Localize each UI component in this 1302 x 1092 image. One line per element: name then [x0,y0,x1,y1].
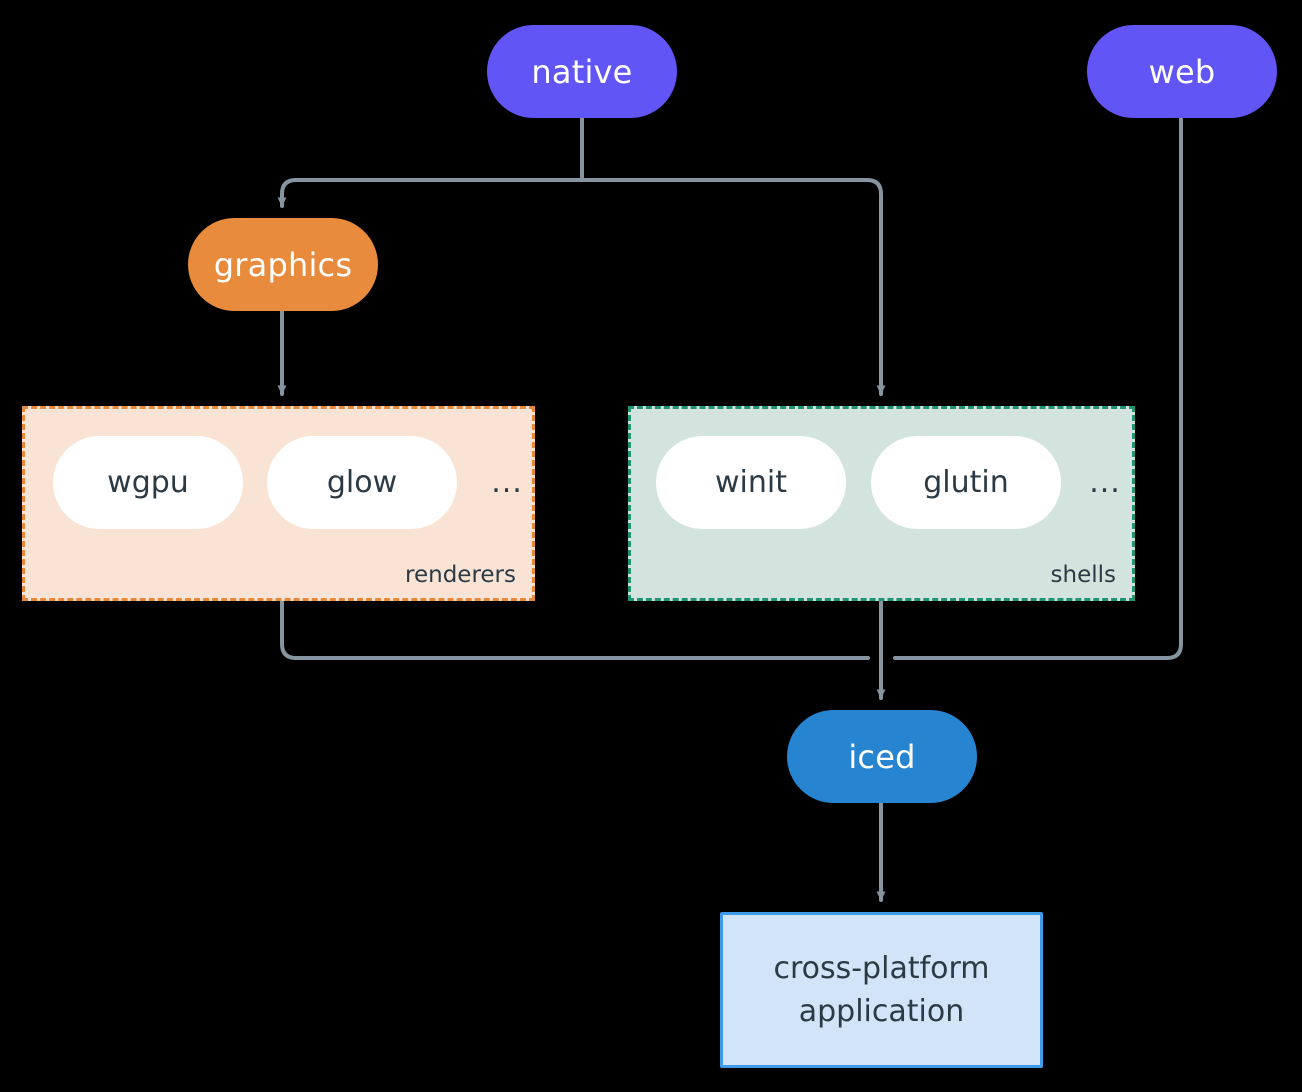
node-glow-label: glow [326,465,398,500]
node-native[interactable]: native [487,25,677,118]
node-application[interactable]: cross-platform application [720,912,1043,1068]
shells-more-ellipsis: ... [1089,465,1121,500]
group-shells: winit glutin ... shells [628,406,1135,601]
node-wgpu-label: wgpu [107,465,189,500]
node-iced-label: iced [848,737,916,776]
edge-native-to-graphics [277,178,584,208]
group-shells-label: shells [1050,562,1116,588]
node-glow[interactable]: glow [267,436,457,529]
edge-native-to-shells [580,178,886,396]
node-application-line2: application [798,994,965,1029]
node-iced[interactable]: iced [787,710,977,803]
node-web[interactable]: web [1087,25,1277,118]
node-application-line1: cross-platform [773,950,990,986]
node-native-label: native [531,52,633,91]
node-glutin[interactable]: glutin [871,436,1061,529]
group-renderers-label: renderers [405,562,516,588]
node-web-label: web [1148,52,1216,91]
renderers-more-ellipsis: ... [491,465,523,500]
node-graphics[interactable]: graphics [188,218,378,311]
node-glutin-label: glutin [923,465,1009,500]
node-winit[interactable]: winit [656,436,846,529]
edge-renderers-to-iced [280,599,870,660]
node-winit-label: winit [715,465,787,500]
node-graphics-label: graphics [213,245,353,284]
group-renderers: wgpu glow ... renderers [22,406,535,601]
node-wgpu[interactable]: wgpu [53,436,243,529]
